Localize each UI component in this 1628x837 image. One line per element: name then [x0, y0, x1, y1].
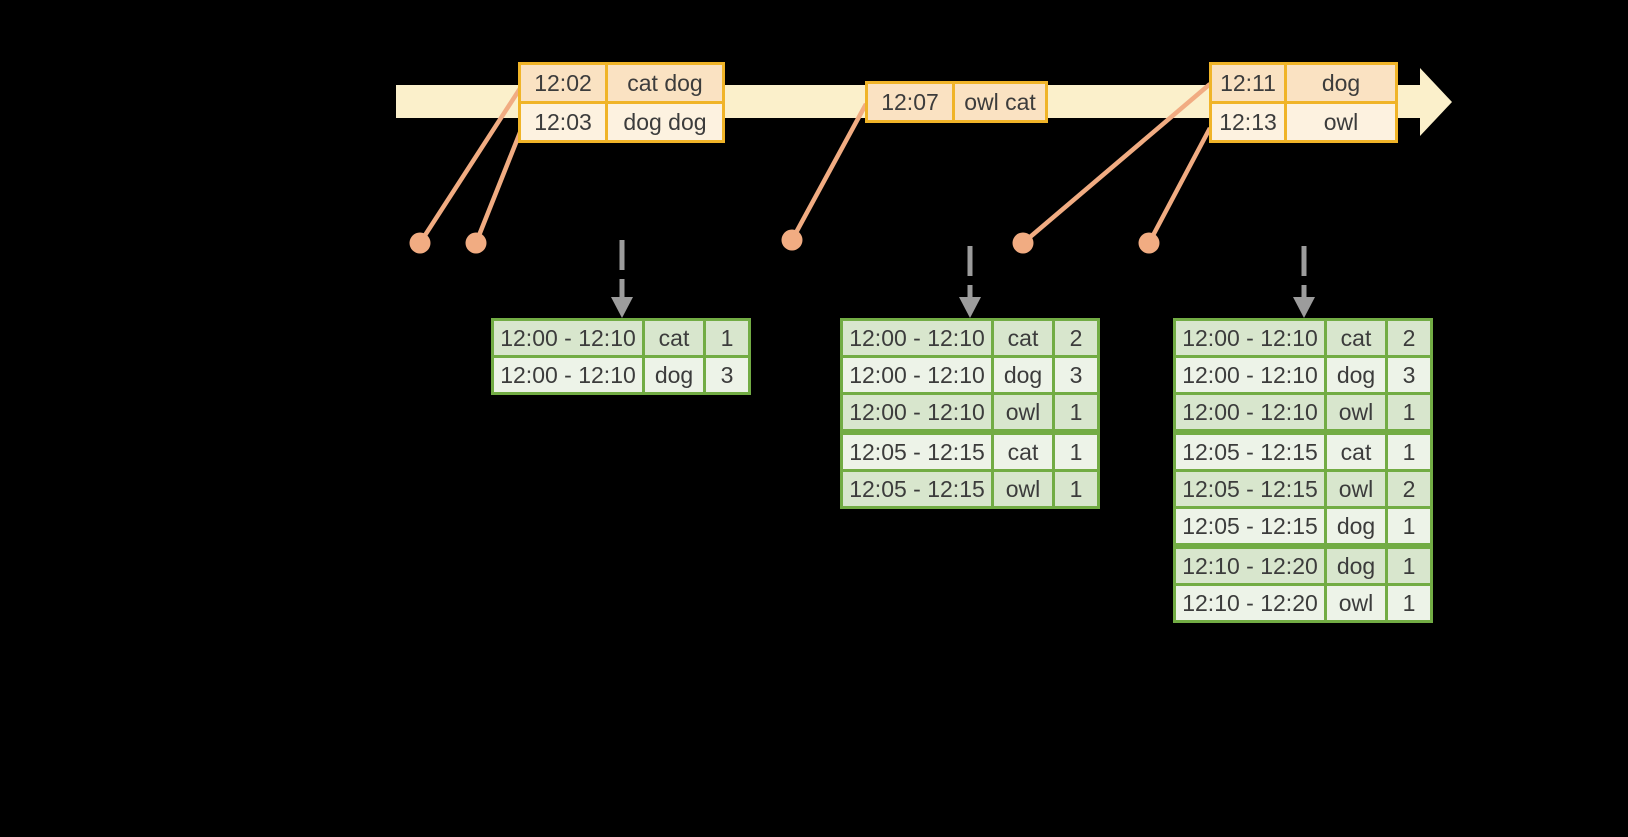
result-word-cell: cat: [994, 435, 1052, 469]
result-count-cell: 3: [1388, 358, 1430, 392]
result-word-cell: dog: [994, 358, 1052, 392]
event-words-cell: owl cat: [955, 84, 1045, 120]
event-words-cell: owl: [1287, 104, 1395, 140]
arrow-down-icon: [959, 297, 981, 318]
result-count-cell: 1: [1388, 435, 1430, 469]
result-count-cell: 1: [1388, 395, 1430, 429]
result-word-cell: cat: [1327, 435, 1385, 469]
event-dot: [781, 229, 803, 251]
result-word-cell: dog: [1327, 549, 1385, 583]
event-dot: [409, 232, 431, 254]
timeline-arrowhead-icon: [1420, 68, 1452, 136]
result-window-cell: 12:05 - 12:15: [1176, 509, 1324, 543]
result-count-cell: 1: [706, 321, 748, 355]
event-dot: [465, 232, 487, 254]
result-word-cell: owl: [1327, 472, 1385, 506]
event-connector-line: [473, 129, 524, 244]
result-window-cell: 12:00 - 12:10: [494, 358, 642, 392]
arrow-down-icon: [611, 297, 633, 318]
result-word-cell: dog: [1327, 358, 1385, 392]
arrow-down-icon: [1293, 297, 1315, 318]
result-window-cell: 12:00 - 12:10: [843, 358, 991, 392]
result-count-cell: 1: [1055, 472, 1097, 506]
result-window-cell: 12:00 - 12:10: [843, 395, 991, 429]
result-window-cell: 12:00 - 12:10: [1176, 395, 1324, 429]
result-count-cell: 1: [1055, 395, 1097, 429]
result-window-cell: 12:00 - 12:10: [494, 321, 642, 355]
event-connector-line: [790, 102, 868, 242]
result-window-cell: 12:05 - 12:15: [1176, 472, 1324, 506]
event-connector-line: [1021, 82, 1212, 245]
event-words-cell: dog: [1287, 65, 1395, 101]
result-count-cell: 1: [1388, 586, 1430, 620]
result-count-cell: 2: [1055, 321, 1097, 355]
result-word-cell: cat: [994, 321, 1052, 355]
result-window-cell: 12:05 - 12:15: [843, 472, 991, 506]
result-count-cell: 1: [1055, 435, 1097, 469]
result-window-cell: 12:10 - 12:20: [1176, 586, 1324, 620]
event-time-cell: 12:03: [521, 104, 605, 140]
result-count-cell: 3: [1055, 358, 1097, 392]
result-word-cell: cat: [1327, 321, 1385, 355]
result-word-cell: owl: [994, 472, 1052, 506]
result-count-cell: 1: [1388, 549, 1430, 583]
result-count-cell: 1: [1388, 509, 1430, 543]
result-window-cell: 12:05 - 12:15: [1176, 435, 1324, 469]
event-time-cell: 12:07: [868, 84, 952, 120]
event-connector-line: [1147, 126, 1212, 245]
event-time-cell: 12:02: [521, 65, 605, 101]
result-word-cell: owl: [994, 395, 1052, 429]
result-word-cell: owl: [1327, 586, 1385, 620]
event-connector-line: [418, 85, 523, 245]
event-dots: [409, 229, 1160, 254]
event-time-cell: 12:11: [1212, 65, 1284, 101]
event-words-cell: dog dog: [608, 104, 722, 140]
result-word-cell: cat: [645, 321, 703, 355]
result-window-cell: 12:05 - 12:15: [843, 435, 991, 469]
result-count-cell: 3: [706, 358, 748, 392]
event-words-cell: cat dog: [608, 65, 722, 101]
result-word-cell: dog: [1327, 509, 1385, 543]
result-window-cell: 12:00 - 12:10: [1176, 321, 1324, 355]
event-time-cell: 12:13: [1212, 104, 1284, 140]
result-word-cell: dog: [645, 358, 703, 392]
result-window-cell: 12:00 - 12:10: [843, 321, 991, 355]
event-connectors: [418, 82, 1212, 245]
result-count-cell: 2: [1388, 321, 1430, 355]
result-word-cell: owl: [1327, 395, 1385, 429]
event-dot: [1138, 232, 1160, 254]
result-window-cell: 12:00 - 12:10: [1176, 358, 1324, 392]
result-window-cell: 12:10 - 12:20: [1176, 549, 1324, 583]
result-count-cell: 2: [1388, 472, 1430, 506]
trigger-arrowheads: [611, 297, 1315, 318]
event-dot: [1012, 232, 1034, 254]
trigger-arrows: [619, 240, 1307, 299]
